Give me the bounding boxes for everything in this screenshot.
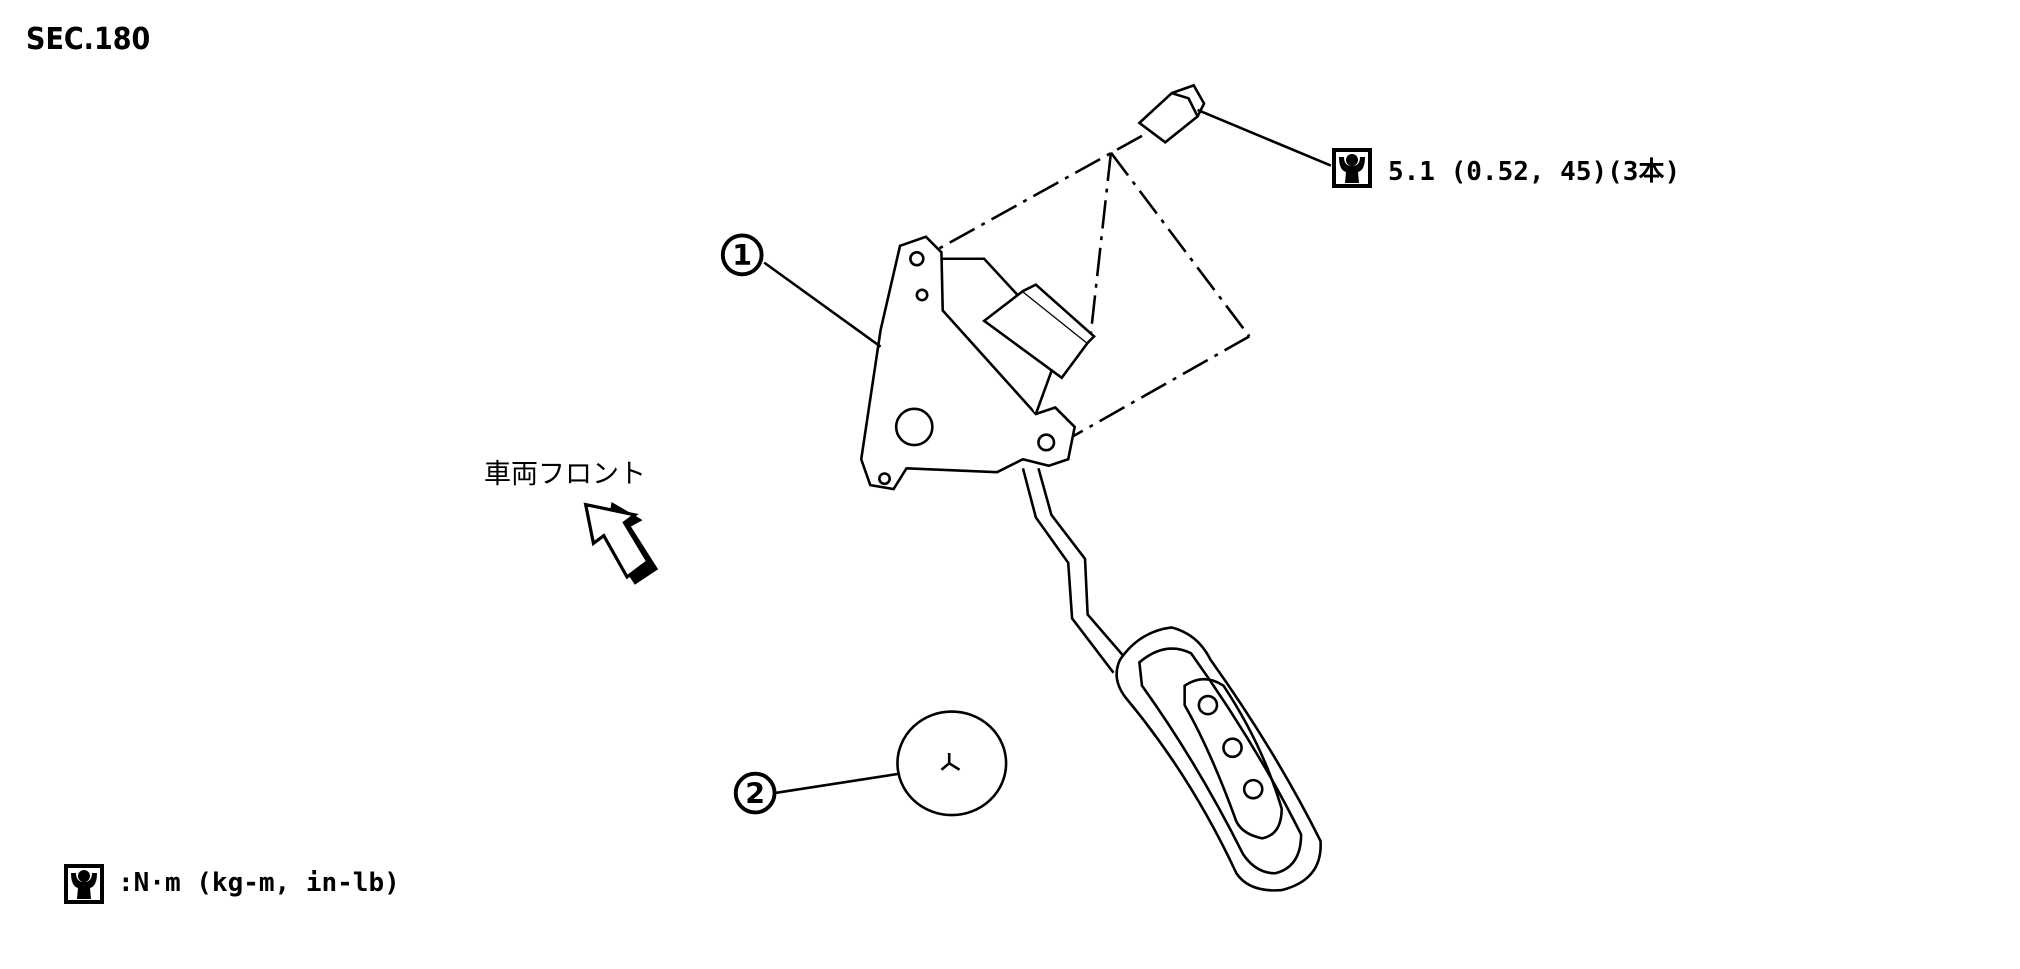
torque-unit-legend: :N·m (kg-m, in-lb) [118, 868, 400, 898]
pedal-stopper-cap [896, 710, 1008, 817]
callout-1-label: 1 [732, 239, 752, 272]
torque-wrench-icon [1332, 148, 1372, 188]
front-arrow-icon [583, 501, 659, 585]
pedal-pad [1115, 626, 1322, 892]
callout-2-label: 2 [745, 777, 765, 810]
callout-1: 1 [720, 233, 764, 277]
section-number: SEC.180 [26, 22, 151, 57]
vehicle-front-label: 車両フロント [484, 459, 646, 490]
bolt [1137, 83, 1332, 167]
torque-spec: 5.1 (0.52, 45)(3本) [1388, 157, 1681, 187]
pedal-arm [1021, 467, 1115, 674]
torque-legend-icon [64, 864, 104, 904]
callout-2: 2 [733, 771, 777, 815]
pedal-bracket [859, 235, 1096, 491]
